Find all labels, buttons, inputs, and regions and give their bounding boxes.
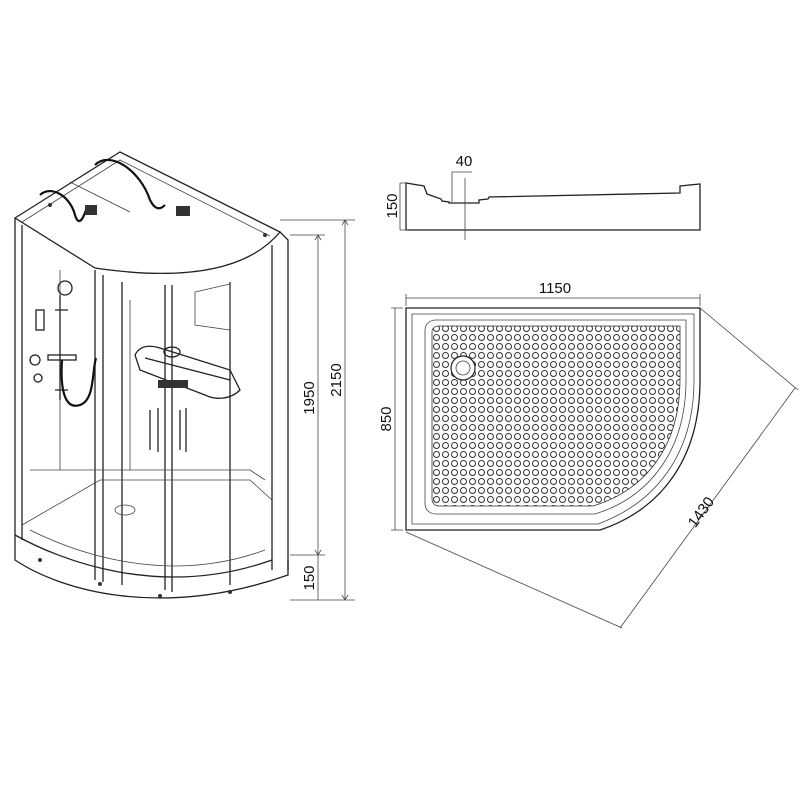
drain-offset-label: 40 [456, 153, 473, 170]
enclosure-height-label: 1950 [301, 381, 318, 414]
plan-width-label: 1150 [539, 280, 571, 297]
profile-height-label: 150 [384, 193, 401, 218]
cabin-dimension-lines: 1950 150 2150 [280, 219, 355, 601]
roof-hose [39, 190, 88, 223]
shower-cabin-perspective [13, 151, 289, 599]
tray-profile: 150 40 [384, 153, 701, 240]
total-height-label: 2150 [328, 363, 345, 396]
tray-height-label: 150 [301, 565, 318, 590]
rain-shower-head [85, 205, 97, 215]
shelf [134, 345, 241, 452]
plan-depth-label: 850 [378, 406, 395, 431]
tray-plan [405, 307, 701, 531]
anti-slip-dot-pattern [431, 325, 681, 507]
hand-shower [29, 280, 98, 407]
plan-diagonal-label: 1430 [685, 494, 718, 531]
